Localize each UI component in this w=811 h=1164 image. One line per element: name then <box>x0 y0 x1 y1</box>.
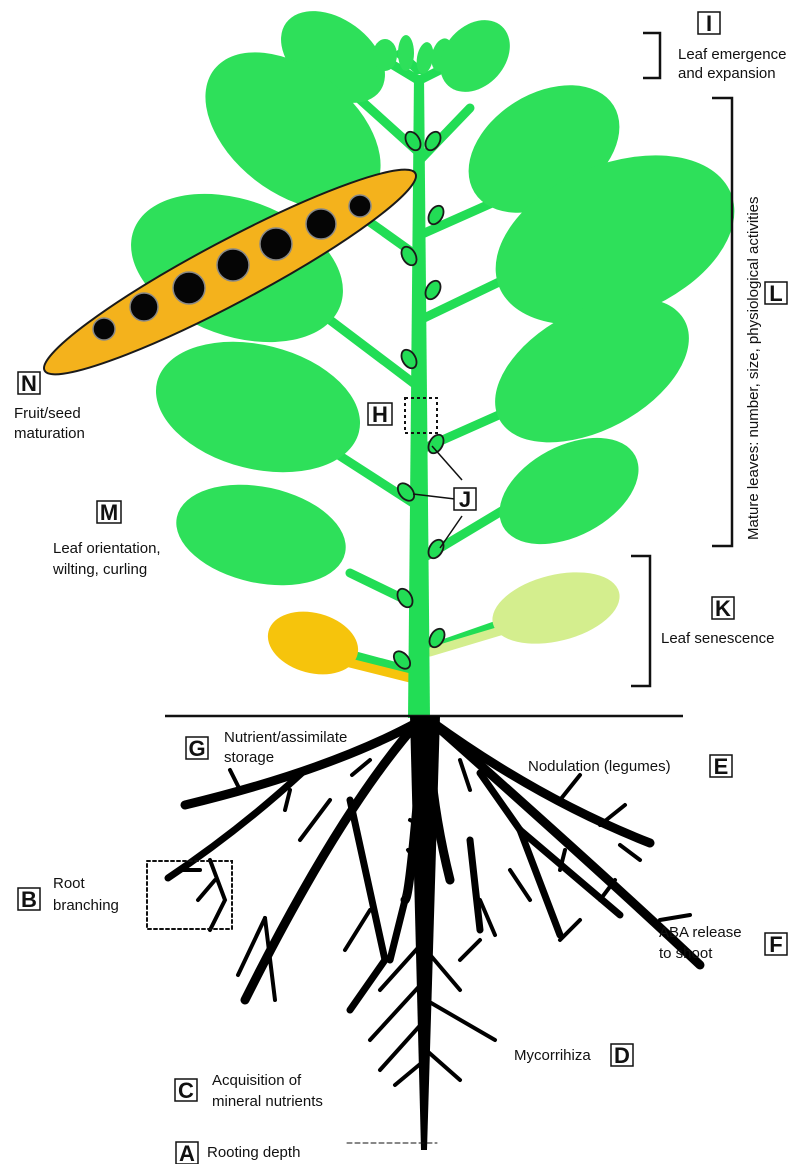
seed-4 <box>217 249 249 281</box>
label-C-line-1: Acquisition of <box>212 1072 302 1089</box>
letter-A: A <box>179 1141 195 1164</box>
letter-D: D <box>614 1043 630 1068</box>
label-N-line-1: Fruit/seed <box>14 405 81 422</box>
bracket-L <box>712 98 732 546</box>
letter-M: M <box>100 500 118 525</box>
seed-5 <box>260 228 292 260</box>
label-N-line-2: maturation <box>14 425 85 442</box>
label-A-line-1: Rooting depth <box>207 1144 300 1161</box>
seed-1 <box>93 318 115 340</box>
label-M-line-1: Leaf orientation, <box>53 540 161 557</box>
letter-F: F <box>769 932 782 957</box>
label-M-line-2: wilting, curling <box>52 561 147 578</box>
bracket-I <box>643 33 660 78</box>
letter-E: E <box>714 754 729 779</box>
seed-6 <box>306 209 336 239</box>
label-B-line-2: branching <box>53 897 119 914</box>
label-D-line-1: Mycorrihiza <box>514 1047 591 1064</box>
label-I-line-1: Leaf emergence <box>678 46 786 63</box>
label-C-line-2: mineral nutrients <box>212 1093 323 1110</box>
letter-J: J <box>459 487 471 512</box>
label-B-line-1: Root <box>53 875 86 892</box>
seed-2 <box>130 293 158 321</box>
letter-G: G <box>188 736 205 761</box>
letter-L: L <box>769 281 782 306</box>
label-F-line-1: ABA release <box>659 924 742 941</box>
label-I-line-2: and expansion <box>678 65 776 82</box>
letter-I: I <box>706 11 712 36</box>
label-G-line-2: storage <box>224 749 274 766</box>
seed-7 <box>349 195 371 217</box>
label-L-line-1: Mature leaves: number, size, physiologic… <box>745 197 762 541</box>
letter-K: K <box>715 596 731 621</box>
letter-C: C <box>178 1078 194 1103</box>
seed-3 <box>173 272 205 304</box>
letter-N: N <box>21 371 37 396</box>
letter-H: H <box>372 402 388 427</box>
label-K-line-1: Leaf senescence <box>661 630 774 647</box>
label-F-line-2: to shoot <box>659 945 713 962</box>
label-G-line-1: Nutrient/assimilate <box>224 729 347 746</box>
letter-B: B <box>21 887 37 912</box>
bracket-K <box>631 556 650 686</box>
label-E-line-1: Nodulation (legumes) <box>528 758 671 775</box>
